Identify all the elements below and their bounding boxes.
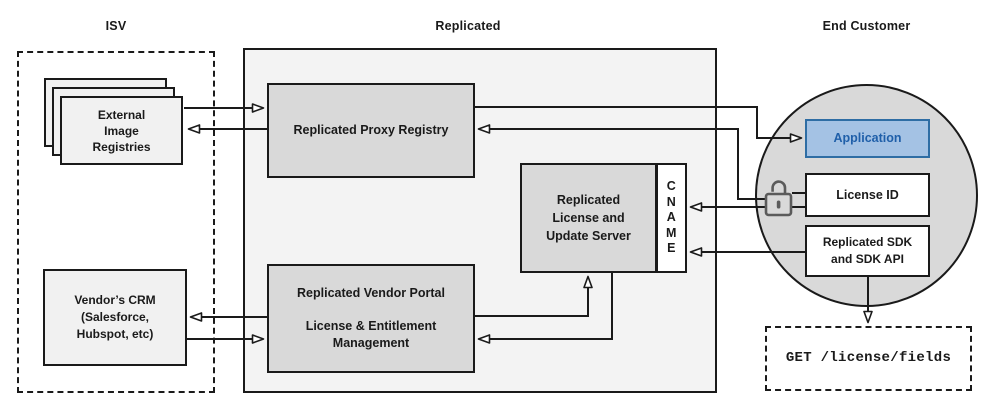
license-id-node: License ID <box>805 173 930 217</box>
replicated-proxy-registry-label: Replicated Proxy Registry <box>293 123 449 137</box>
replicated-vendor-portal-node: Replicated Vendor Portal License & Entit… <box>267 264 475 373</box>
external-image-registries-label: External Image Registries <box>92 107 151 154</box>
vendors-crm-node: Vendor’s CRM (Salesforce, Hubspot, etc) <box>43 269 187 366</box>
cname-label: C N A M E <box>666 179 677 256</box>
replicated-license-update-server-label: Replicated License and Update Server <box>546 193 631 243</box>
section-label-end-customer: End Customer <box>822 19 911 33</box>
get-license-fields-node: GET /license/fields <box>765 326 972 391</box>
external-image-registries-node: External Image Registries <box>60 96 183 165</box>
cname-node: C N A M E <box>656 163 687 273</box>
vendors-crm-label: Vendor’s CRM (Salesforce, Hubspot, etc) <box>74 293 156 341</box>
vendor-portal-subtitle: License & Entitlement Management <box>305 319 437 350</box>
section-label-isv: ISV <box>105 19 127 33</box>
application-label: Application <box>833 131 902 145</box>
application-node: Application <box>805 119 930 158</box>
replicated-sdk-node: Replicated SDK and SDK API <box>805 225 930 277</box>
get-license-fields-label: GET /license/fields <box>785 350 952 366</box>
section-label-replicated: Replicated <box>435 19 501 33</box>
vendor-portal-title: Replicated Vendor Portal <box>297 286 445 300</box>
replicated-proxy-registry-node: Replicated Proxy Registry <box>267 83 475 178</box>
license-id-label: License ID <box>836 187 899 202</box>
replicated-license-update-server-node: Replicated License and Update Server <box>520 163 657 273</box>
replicated-sdk-label: Replicated SDK and SDK API <box>822 235 913 266</box>
